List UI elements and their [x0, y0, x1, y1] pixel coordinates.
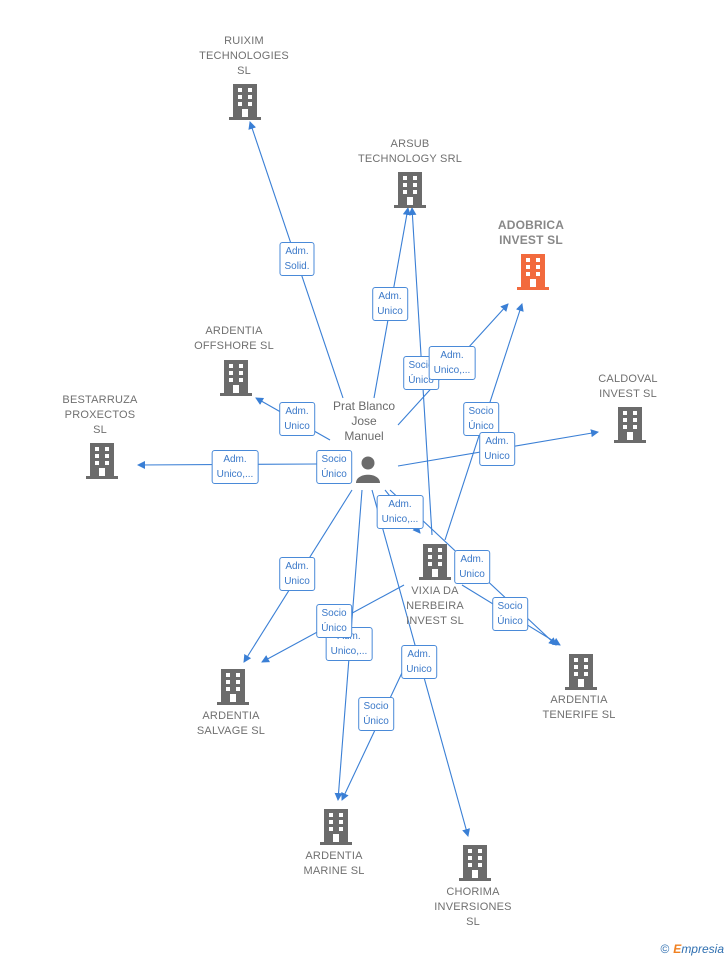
company-caldoval-label[interactable]: CALDOVAL INVEST SL	[598, 373, 658, 400]
relation-badge[interactable]: Adm. Solid.	[279, 242, 315, 276]
company-adobrica-label[interactable]: ADOBRICA INVEST SL	[497, 218, 565, 247]
building-icon[interactable]	[565, 654, 597, 690]
relation-badge[interactable]: Adm. Unico	[372, 287, 408, 321]
copyright-icon: ©	[660, 942, 670, 956]
relation-badge[interactable]: Adm. Unico,...	[211, 450, 259, 484]
company-chorima-label[interactable]: CHORIMA INVERSIONES SL	[434, 886, 512, 928]
building-icon-highlighted[interactable]	[517, 254, 549, 290]
company-vixia-label[interactable]: VIXIA DA NERBEIRA INVEST SL	[406, 585, 464, 627]
brand-initial: E	[673, 942, 682, 956]
relation-badge[interactable]: Socio Único	[492, 597, 528, 631]
company-ardentia-tenerife-label[interactable]: ARDENTIA TENERIFE SL	[542, 694, 616, 721]
building-icon[interactable]	[459, 845, 491, 881]
relation-badge[interactable]: Adm. Unico	[479, 432, 515, 466]
building-icon[interactable]	[419, 544, 451, 580]
building-icon[interactable]	[220, 360, 252, 396]
relation-badge[interactable]: Adm. Unico,...	[376, 495, 424, 529]
company-ardentia-marine-label[interactable]: ARDENTIA MARINE SL	[303, 850, 365, 877]
building-icon[interactable]	[86, 443, 118, 479]
relation-badge[interactable]: Socio Único	[316, 604, 352, 638]
empresia-logo: ©Empresia	[660, 942, 724, 956]
relation-badge[interactable]: Socio Único	[358, 697, 394, 731]
building-icon[interactable]	[320, 809, 352, 845]
company-ardentia-salvage-label[interactable]: ARDENTIA SALVAGE SL	[196, 710, 266, 737]
building-icon[interactable]	[614, 407, 646, 443]
company-ruixim-label[interactable]: RUIXIM TECHNOLOGIES SL	[199, 35, 289, 77]
relation-badge[interactable]: Adm. Unico,...	[428, 346, 476, 380]
building-icon[interactable]	[394, 172, 426, 208]
company-arsub-label[interactable]: ARSUB TECHNOLOGY SRL	[357, 138, 463, 165]
company-ardentia-offshore-label[interactable]: ARDENTIA OFFSHORE SL	[194, 325, 274, 352]
relation-badge[interactable]: Socio Único	[463, 402, 499, 436]
relation-badge[interactable]: Adm. Unico	[279, 557, 315, 591]
brand-name: mpresia	[681, 942, 724, 956]
person-name[interactable]: Prat Blanco Jose Manuel	[332, 399, 396, 443]
building-icon[interactable]	[229, 84, 261, 120]
building-icon[interactable]	[217, 669, 249, 705]
person-icon[interactable]	[355, 455, 381, 483]
company-bestarruza-label[interactable]: BESTARRUZA PROXECTOS SL	[62, 394, 138, 436]
relation-badge[interactable]: Adm. Unico	[401, 645, 437, 679]
relation-badge[interactable]: Adm. Unico	[279, 402, 315, 436]
relation-badge[interactable]: Socio Único	[316, 450, 352, 484]
relation-badge[interactable]: Adm. Unico	[454, 550, 490, 584]
